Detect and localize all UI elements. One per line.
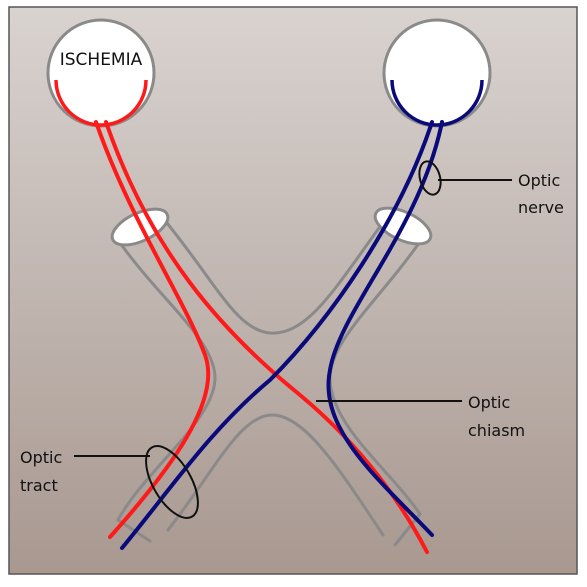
optic-chiasm-callout: Optic chiasm xyxy=(316,393,525,440)
optic-nerve-label: Optic nerve xyxy=(518,171,565,217)
optic-tract-label-line1: Optic xyxy=(20,448,62,467)
ischemia-label: ISCHEMIA xyxy=(60,50,143,70)
left-retina xyxy=(54,79,148,127)
optic-chiasm-label: Optic chiasm xyxy=(468,393,525,440)
optic-nerve-label-line1: Optic xyxy=(518,171,560,190)
optic-tract-loop xyxy=(145,445,199,519)
optic-tract-label-line2: tract xyxy=(20,476,58,495)
left-eye xyxy=(46,18,156,128)
sheath-lower-outline xyxy=(166,413,385,537)
optic-tract-label: Optic tract xyxy=(20,448,67,495)
optic-chiasm-label-line1: Optic xyxy=(468,393,510,412)
right-eye xyxy=(382,18,492,128)
optic-chiasm-label-line2: chiasm xyxy=(468,421,525,440)
right-retina xyxy=(390,79,484,127)
right-eye-nasal-fiber xyxy=(120,120,434,550)
left-eye-temporal-fiber xyxy=(94,120,211,539)
optic-tract-callout: Optic tract xyxy=(20,445,199,519)
sheath-upper-outline xyxy=(156,210,392,335)
right-eye-fibers xyxy=(120,120,444,550)
optic-nerve-loop xyxy=(418,160,442,196)
sheath-left-outer-outline xyxy=(116,238,217,543)
optic-nerve-callout: Optic nerve xyxy=(418,160,565,217)
right-eye-temporal-fiber xyxy=(326,120,444,537)
optic-nerve-label-line2: nerve xyxy=(518,198,564,217)
